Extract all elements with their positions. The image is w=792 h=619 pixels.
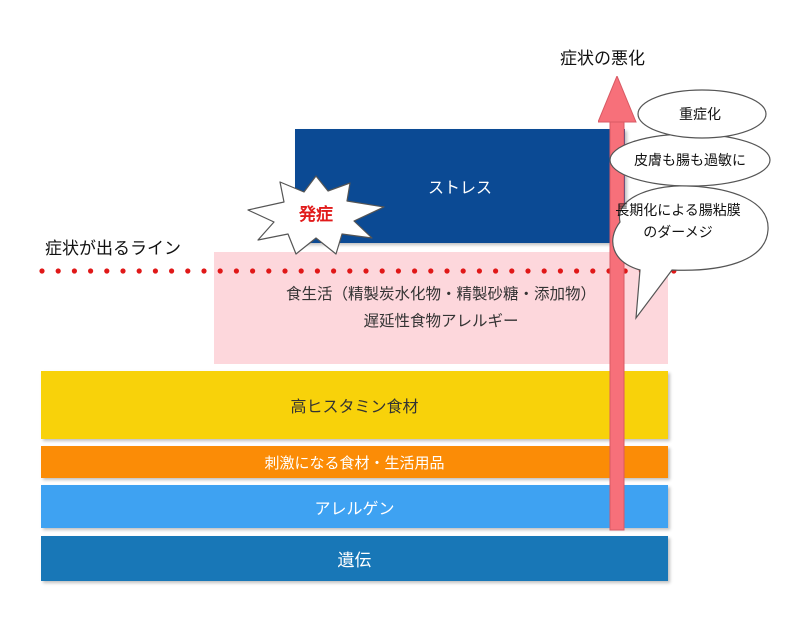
- onset-dot: [233, 268, 239, 274]
- onset-dot: [460, 268, 466, 274]
- layer-allergen-label: アレルゲン: [314, 498, 395, 518]
- onset-dot: [574, 268, 580, 274]
- layer-allergen: アレルゲン: [41, 485, 668, 528]
- onset-burst-shape: [247, 175, 385, 255]
- onset-dot: [152, 268, 158, 274]
- callout-2-text: 皮膚も腸も過敏に: [634, 153, 746, 169]
- onset-dot: [428, 268, 434, 274]
- layer-genetics-label: 遺伝: [337, 551, 372, 571]
- worsening-axis-label: 症状の悪化: [560, 49, 645, 69]
- layer-diet: 食生活（精製炭水化物・精製砂糖・添加物） 遅延性食物アレルギー: [214, 252, 668, 364]
- onset-dot: [217, 268, 223, 274]
- onset-dot: [120, 268, 126, 274]
- onset-dot: [557, 268, 564, 274]
- onset-dot: [201, 268, 207, 274]
- layer-irritants: 刺激になる食材・生活用品: [41, 446, 668, 478]
- layer-high-histamine-label: 高ヒスタミン食材: [290, 397, 419, 416]
- callout-bubble-3: [612, 185, 769, 321]
- onset-dot: [412, 268, 418, 274]
- onset-dot: [444, 268, 450, 274]
- onset-dot: [331, 268, 337, 274]
- onset-dot: [88, 268, 94, 274]
- onset-dot: [541, 268, 547, 274]
- layer-diet-label-2: 遅延性食物アレルギー: [363, 312, 519, 330]
- onset-dot: [71, 268, 77, 274]
- onset-dot: [55, 268, 61, 274]
- onset-line-label: 症状が出るライン: [45, 239, 181, 259]
- onset-dot: [298, 268, 304, 274]
- callout-3-line-1: 長期化による腸粘膜: [615, 203, 741, 219]
- callout-1-text: 重症化: [679, 107, 721, 123]
- onset-dot: [136, 268, 142, 274]
- callout-3-text: 長期化による腸粘膜 のダーメジ: [598, 200, 758, 244]
- onset-dotted-line: [39, 268, 677, 274]
- layer-genetics: 遺伝: [41, 536, 668, 581]
- onset-dot: [590, 268, 596, 274]
- onset-dot: [104, 268, 110, 274]
- onset-dot: [379, 268, 385, 274]
- onset-dot: [314, 268, 320, 274]
- onset-dot: [509, 268, 515, 274]
- onset-dot: [250, 268, 256, 274]
- onset-burst-label: 発症: [299, 205, 333, 225]
- layer-stress-label: ストレス: [427, 178, 492, 197]
- onset-dot: [476, 268, 482, 274]
- onset-dot: [266, 268, 272, 274]
- callout-3-line-2: のダーメジ: [643, 225, 713, 241]
- layer-high-histamine: 高ヒスタミン食材: [41, 371, 668, 439]
- onset-dot: [169, 268, 175, 274]
- layer-diet-text: 食生活（精製炭水化物・精製砂糖・添加物） 遅延性食物アレルギー: [286, 281, 596, 335]
- callout-bubble-1: [637, 89, 767, 139]
- layer-diet-label-1: 食生活（精製炭水化物・精製砂糖・添加物）: [285, 285, 596, 303]
- onset-dot: [185, 268, 191, 274]
- onset-dot: [347, 268, 353, 274]
- onset-dot: [493, 268, 499, 274]
- onset-dot: [525, 268, 531, 274]
- onset-dot: [282, 268, 288, 274]
- onset-dot: [363, 268, 369, 274]
- onset-dot: [395, 268, 401, 274]
- layer-irritants-label: 刺激になる食材・生活用品: [264, 453, 445, 472]
- onset-dot: [39, 268, 45, 274]
